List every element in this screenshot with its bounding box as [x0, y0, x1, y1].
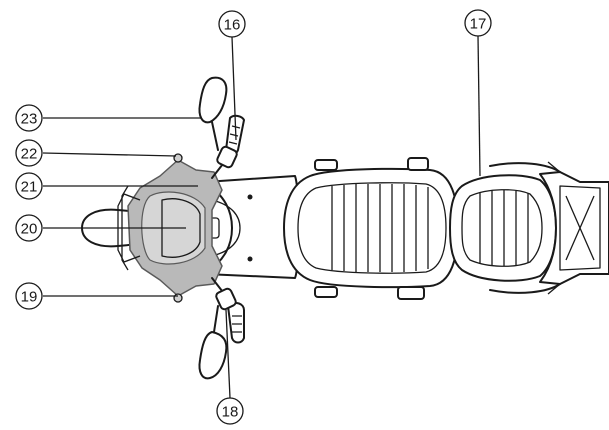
mirror-left	[198, 331, 228, 380]
callout-label: 21	[21, 179, 38, 196]
mirror-right	[198, 76, 228, 124]
callout-23: 23	[15, 104, 43, 132]
callout-label: 23	[21, 111, 38, 128]
callout-label: 16	[224, 17, 241, 34]
callout-label: 22	[21, 146, 38, 163]
leader-lines	[42, 35, 481, 399]
callout-21: 21	[15, 172, 43, 200]
callout-20: 20	[15, 214, 43, 242]
body-bolt	[247, 194, 253, 200]
handle-grip-left	[227, 302, 245, 344]
seat-stitching	[331, 184, 429, 272]
body-bolt	[247, 256, 253, 262]
callout-label: 17	[470, 16, 487, 33]
callout-label: 19	[21, 289, 38, 306]
callout-16: 16	[218, 10, 246, 38]
callout-22: 22	[15, 139, 43, 167]
callout-18: 18	[216, 397, 244, 425]
callout-label: 18	[222, 404, 239, 421]
fairing-mount	[173, 153, 183, 163]
passenger-seat	[449, 174, 557, 282]
callout-19: 19	[15, 282, 43, 310]
rear-seat-stitching	[479, 190, 529, 266]
fairing-mount	[173, 293, 183, 303]
callout-label: 20	[21, 221, 38, 238]
callout-17: 17	[464, 9, 492, 37]
